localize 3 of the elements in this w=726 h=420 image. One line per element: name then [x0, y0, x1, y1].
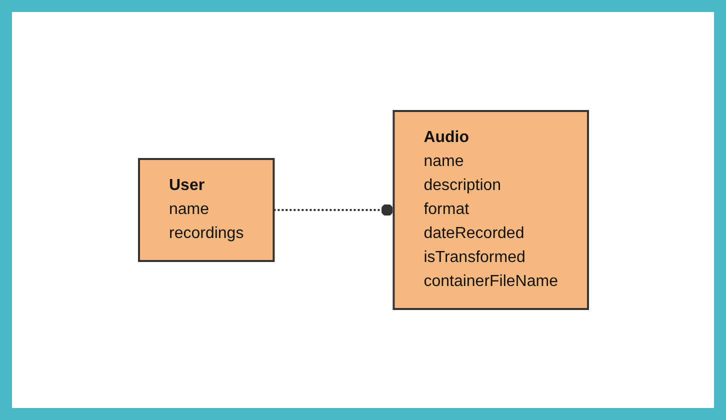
node-box: User name recordings [138, 158, 274, 262]
node-box: Audio name description format dateRecorded isTransformed containerFileName [392, 110, 588, 310]
connector [273, 204, 394, 216]
